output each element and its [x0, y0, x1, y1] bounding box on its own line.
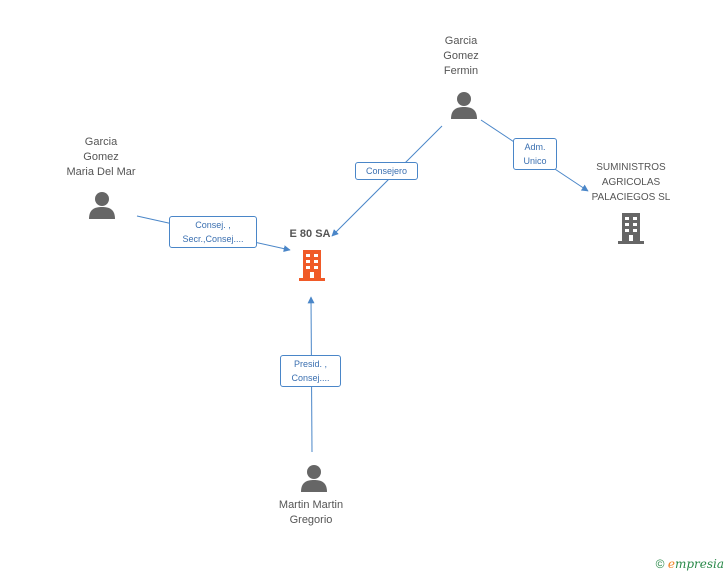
relation-line: Presid. , — [293, 359, 327, 369]
person-icon[interactable] — [87, 190, 117, 220]
other-company-line-3: PALACIEGOS SL — [591, 192, 671, 203]
person-maria-line-1: Garcia — [84, 136, 118, 148]
copyright-symbol: © — [655, 557, 665, 571]
brand-logo: e — [667, 557, 675, 571]
person-fermin-line-1: Garcia — [444, 35, 478, 47]
relation-line: Adm. — [524, 142, 546, 152]
person-icon[interactable] — [299, 463, 329, 493]
other-company-label[interactable]: SUMINISTROS AGRICOLAS PALACIEGOS SL — [578, 160, 684, 205]
relation-maria-to-main[interactable]: Consej. , Secr.,Consej.... — [169, 216, 257, 248]
building-icon[interactable] — [615, 211, 647, 245]
person-maria-line-3: Maria Del Mar — [66, 166, 136, 178]
person-fermin-line-2: Gomez — [443, 50, 479, 62]
other-company-line-2: AGRICOLAS — [601, 177, 661, 188]
person-maria-line-2: Gomez — [83, 151, 119, 163]
building-icon[interactable] — [296, 248, 328, 282]
brand-watermark: © empresia — [656, 557, 724, 571]
brand-name: mpresia — [674, 557, 724, 571]
main-company-label[interactable]: E 80 SA — [289, 228, 331, 240]
relation-line: Consejero — [365, 166, 408, 176]
relation-fermin-to-main[interactable]: Consejero — [355, 162, 418, 180]
other-company-line-1: SUMINISTROS — [596, 162, 666, 173]
relation-fermin-to-other[interactable]: Adm. Unico — [513, 138, 557, 170]
person-fermin-line-3: Fermin — [443, 65, 479, 77]
person-fermin-label[interactable]: Garcia Gomez Fermin — [411, 34, 511, 79]
person-icon[interactable] — [449, 90, 479, 120]
relation-martin-to-main[interactable]: Presid. , Consej.... — [280, 355, 341, 387]
relation-line: Consej. , — [195, 220, 231, 230]
relation-line: Secr.,Consej.... — [182, 234, 244, 244]
edge-fermin-to-main — [331, 125, 443, 237]
person-martin-line-2: Gregorio — [289, 514, 333, 526]
relation-line: Consej.... — [291, 373, 330, 383]
relation-line: Unico — [523, 156, 547, 166]
person-martin-label[interactable]: Martin Martin Gregorio — [256, 498, 366, 528]
person-maria-label[interactable]: Garcia Gomez Maria Del Mar — [46, 135, 156, 180]
person-martin-line-1: Martin Martin — [278, 499, 344, 511]
